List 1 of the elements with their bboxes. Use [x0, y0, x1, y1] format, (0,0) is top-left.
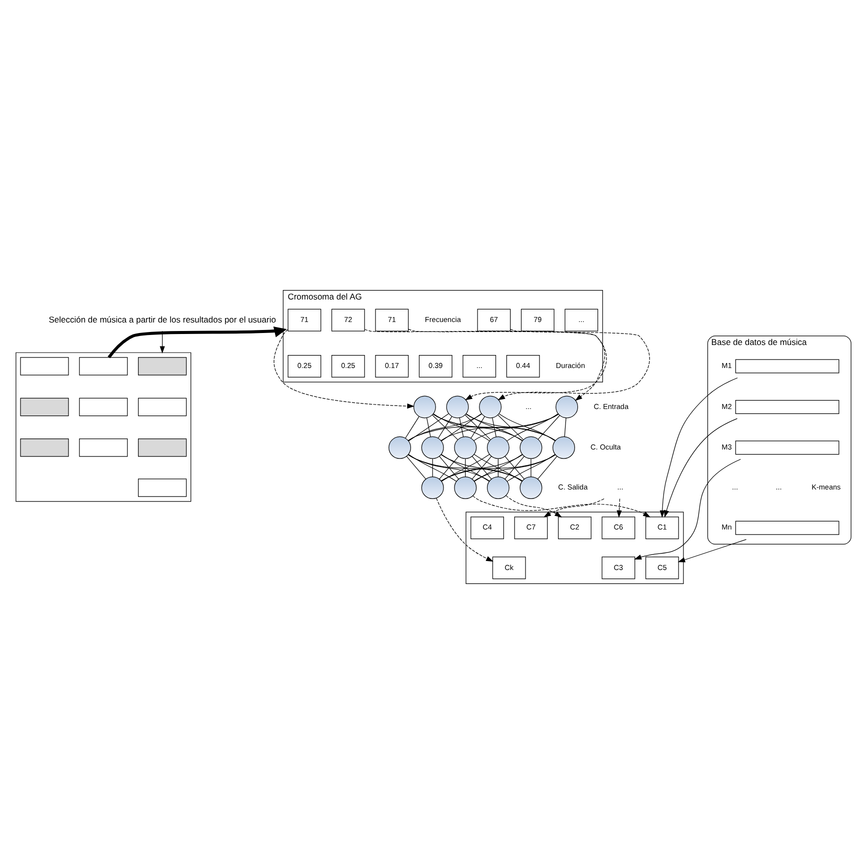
- node-text: Selección de música a partir de los resultados por el usuario: [48, 314, 276, 324]
